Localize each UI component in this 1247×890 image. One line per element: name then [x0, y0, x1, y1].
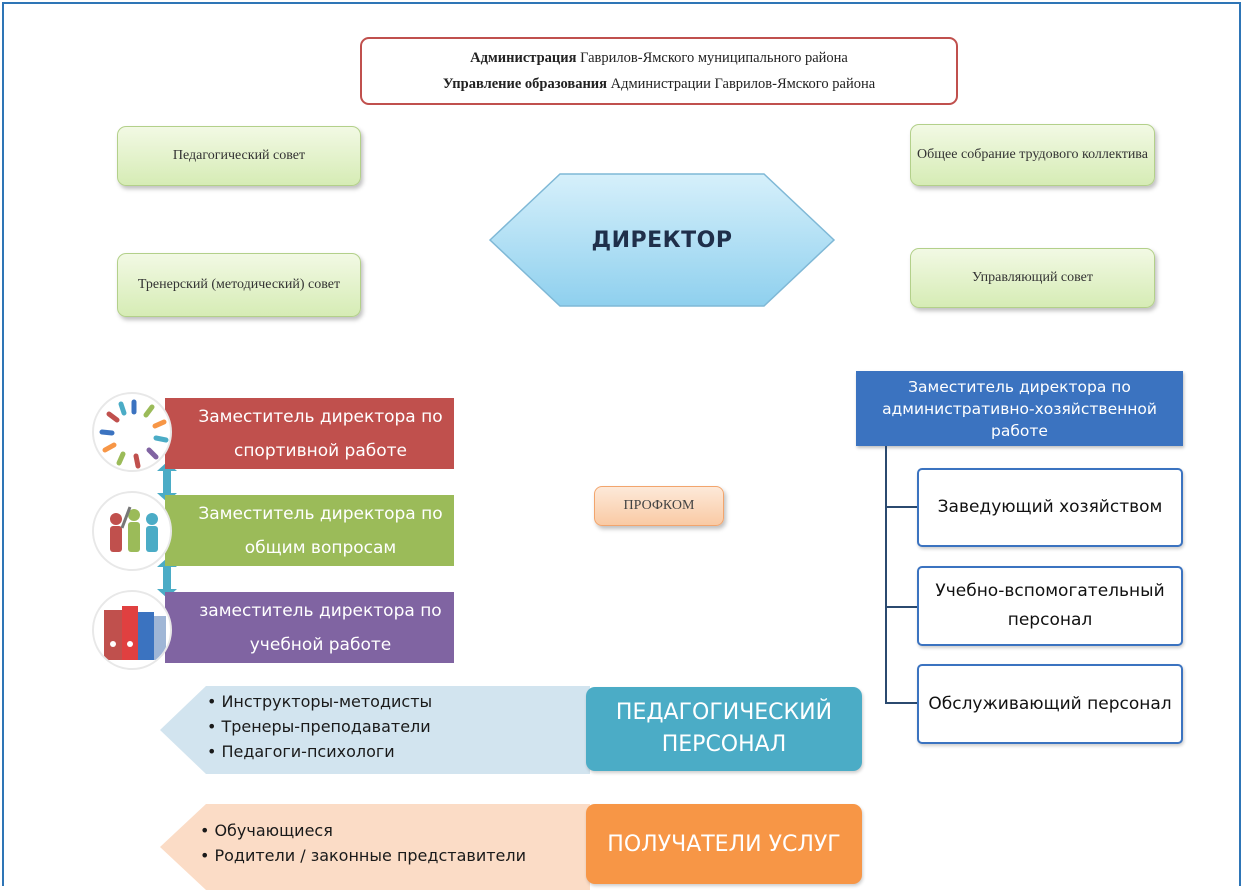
- general-meeting-box: Общее собрание трудового коллектива: [910, 124, 1155, 186]
- deputy-sport-label: Заместитель директора по спортивной рабо…: [198, 406, 443, 461]
- deputy-academic-label: заместитель директора по учебной работе: [199, 600, 442, 655]
- connector-arrow-2: [157, 558, 177, 598]
- deputy-sport-box: Заместитель директора по спортивной рабо…: [165, 398, 454, 469]
- governing-council-box: Управляющий совет: [910, 248, 1155, 308]
- pedagogical-staff-title: ПЕДАГОГИЧЕСКИЙ ПЕРСОНАЛ: [615, 700, 833, 757]
- pedagogical-council-label: Педагогический совет: [172, 148, 306, 163]
- trainer-council-label: Тренерский (методический) совет: [137, 277, 341, 292]
- trainer-council-box: Тренерский (методический) совет: [117, 253, 361, 317]
- education-department-title: Управление образования: [442, 76, 608, 92]
- general-meeting-label: Общее собрание трудового коллектива: [917, 147, 1148, 162]
- education-department-line: Управление образования Администрации Гав…: [443, 71, 875, 97]
- list-item: Обучающиеся: [200, 818, 526, 843]
- list-item: Тренеры-преподаватели: [207, 714, 432, 739]
- sport-people-icon: [92, 392, 172, 472]
- pedagogical-staff-box: ПЕДАГОГИЧЕСКИЙ ПЕРСОНАЛ: [586, 687, 862, 771]
- support-staff-label: Учебно-вспомогательный персонал: [935, 581, 1165, 630]
- deputy-academic-box: заместитель директора по учебной работе: [165, 592, 454, 663]
- list-item: Педагоги-психологи: [207, 739, 432, 764]
- list-item: Инструкторы-методисты: [207, 689, 432, 714]
- director-hexagon: [488, 173, 836, 307]
- pedagogical-staff-list: Инструкторы-методисты Тренеры-преподават…: [207, 689, 432, 764]
- governing-council-label: Управляющий совет: [971, 270, 1094, 285]
- housekeeping-manager-label: Заведующий хозяйством: [937, 497, 1163, 517]
- administration-title: Администрация: [470, 50, 577, 66]
- director-label: ДИРЕКТОР: [591, 227, 733, 253]
- profcom-box: ПРОФКОМ: [594, 486, 724, 526]
- housekeeping-manager-box: Заведующий хозяйством: [917, 468, 1183, 547]
- service-recipients-list: Обучающиеся Родители / законные представ…: [200, 818, 526, 868]
- administration-box: Администрация Гаврилов-Ямского муниципал…: [360, 37, 958, 105]
- administration-line: Администрация Гаврилов-Ямского муниципал…: [470, 45, 848, 71]
- administration-subtitle: Гаврилов-Ямского муниципального района: [576, 50, 848, 66]
- administrative-connectors: [885, 446, 918, 704]
- education-department-subtitle: Администрации Гаврилов-Ямского района: [607, 76, 876, 92]
- profcom-label: ПРОФКОМ: [623, 498, 695, 513]
- pedagogical-council-box: Педагогический совет: [117, 126, 361, 186]
- service-recipients-title: ПОЛУЧАТЕЛИ УСЛУГ: [607, 831, 841, 857]
- deputy-general-label: Заместитель директора по общим вопросам: [198, 503, 443, 558]
- folders-icon: [92, 590, 172, 670]
- deputy-administrative-box: Заместитель директора по административно…: [856, 371, 1183, 446]
- service-staff-box: Обслуживающий персонал: [917, 664, 1183, 744]
- deputy-administrative-label: Заместитель директора по административно…: [882, 377, 1157, 440]
- list-item: Родители / законные представители: [200, 843, 526, 868]
- support-staff-box: Учебно-вспомогательный персонал: [917, 566, 1183, 646]
- service-staff-label: Обслуживающий персонал: [928, 693, 1172, 714]
- team-people-icon: [92, 491, 172, 571]
- connector-arrow-1: [157, 462, 177, 502]
- service-recipients-box: ПОЛУЧАТЕЛИ УСЛУГ: [586, 804, 862, 884]
- deputy-general-box: Заместитель директора по общим вопросам: [165, 495, 454, 566]
